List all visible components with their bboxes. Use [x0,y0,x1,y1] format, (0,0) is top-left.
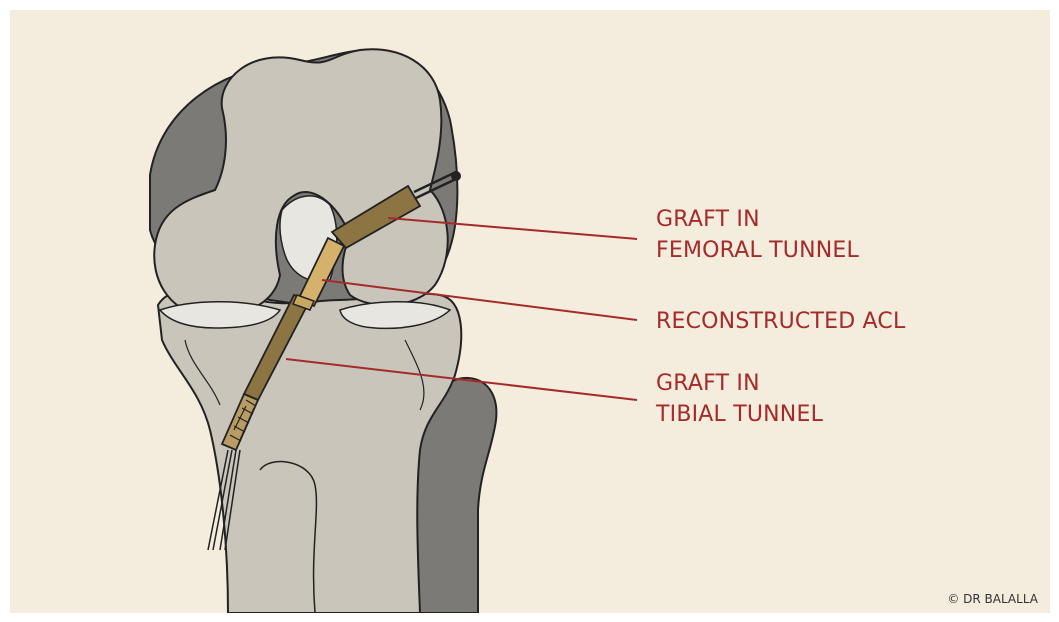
label-graft-tibial-tunnel: GRAFT IN TIBIAL TUNNEL [656,368,823,430]
label-femoral-line2: FEMORAL TUNNEL [656,235,859,266]
copyright-credit: © DR BALALLA [947,592,1038,606]
femoral-button [451,171,461,181]
label-reconstructed-acl: RECONSTRUCTED ACL [656,306,905,337]
label-tibial-line2: TIBIAL TUNNEL [656,399,823,430]
label-tibial-line1: GRAFT IN [656,368,823,399]
label-femoral-line1: GRAFT IN [656,204,859,235]
label-graft-femoral-tunnel: GRAFT IN FEMORAL TUNNEL [656,204,859,266]
tibia [158,286,461,613]
label-acl: RECONSTRUCTED ACL [656,306,905,337]
diagram-panel: GRAFT IN FEMORAL TUNNEL RECONSTRUCTED AC… [10,10,1050,613]
